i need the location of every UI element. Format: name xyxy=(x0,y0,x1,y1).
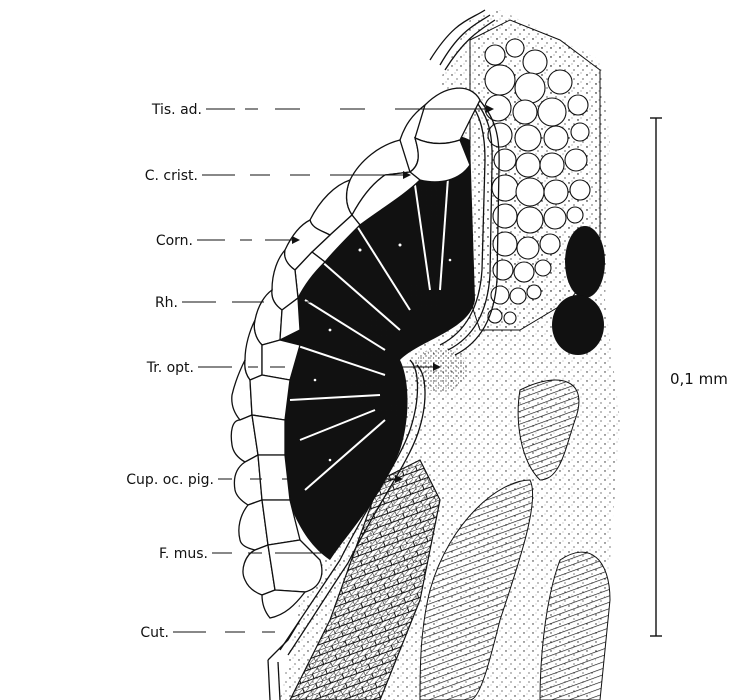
optic-tract xyxy=(412,348,468,392)
label-corn: Corn. xyxy=(156,233,193,249)
label-cup-oc-pig: Cup. oc. pig. xyxy=(126,472,214,488)
label-tr-opt: Tr. opt. xyxy=(146,360,194,376)
label-cut: Cut. xyxy=(140,625,169,641)
scale-bar-label: 0,1 mm xyxy=(670,370,728,388)
label-rh: Rh. xyxy=(155,295,178,311)
label-tis-ad: Tis. ad. xyxy=(151,102,202,118)
scale-bar xyxy=(650,118,662,636)
label-c-crist: C. crist. xyxy=(145,168,198,184)
label-f-mus: F. mus. xyxy=(159,546,208,562)
structure-labels: Tis. ad. C. crist. Corn. Rh. Tr. opt. Cu… xyxy=(126,102,214,641)
